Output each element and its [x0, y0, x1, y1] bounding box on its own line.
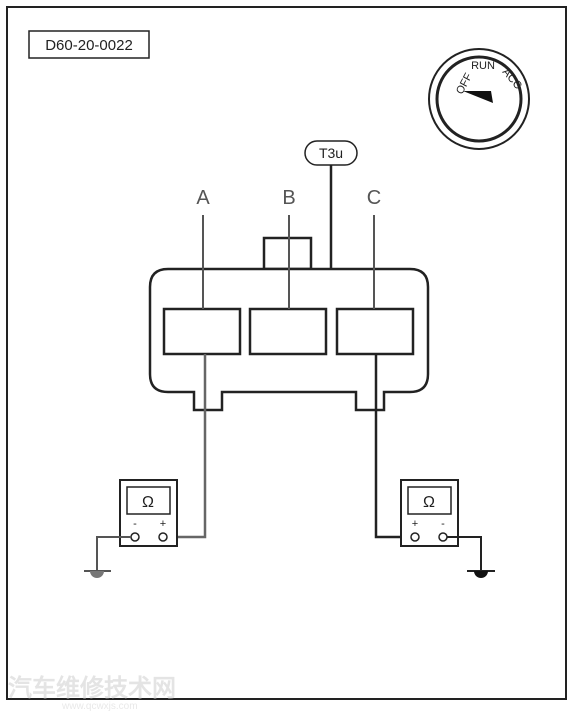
- harness-label: T3u: [304, 140, 358, 166]
- ground-right-icon: [467, 570, 495, 578]
- ohm-symbol-right: Ω: [423, 494, 435, 511]
- terminal-c: [335, 307, 415, 356]
- pin-a-label: A: [196, 187, 210, 209]
- ohmmeter-left: Ω - +: [119, 479, 178, 547]
- ohmmeter-right: Ω + -: [400, 479, 459, 547]
- terminal-a: [162, 307, 242, 356]
- watermark-text: 汽车维修技术网: [8, 674, 176, 702]
- ground-wire-left: [96, 536, 131, 571]
- meter-right-minus-jack: [438, 532, 448, 542]
- meter-right-plus-jack: [410, 532, 420, 542]
- pin-b-label: B: [282, 187, 295, 209]
- connector-latch: [262, 236, 313, 271]
- meter-right-plus: +: [412, 518, 418, 530]
- meter-left-minus: -: [133, 518, 137, 530]
- pin-c-label: C: [367, 187, 381, 209]
- ground-wire-right: [447, 536, 482, 571]
- meter-left-plus: +: [160, 518, 166, 530]
- connector: [148, 236, 430, 412]
- harness-label-text: T3u: [319, 145, 343, 161]
- diagram-code-box: D60-20-0022: [28, 30, 150, 59]
- ohm-symbol-left: Ω: [142, 494, 154, 511]
- ground-left-icon: [84, 570, 111, 578]
- diagram-code: D60-20-0022: [45, 37, 133, 54]
- terminal-b: [248, 307, 328, 356]
- diagram-frame: [6, 6, 567, 700]
- ignition-switch-icon: RUN OFF ACC: [428, 48, 530, 150]
- meter-left-minus-jack: [130, 532, 140, 542]
- meter-left-plus-jack: [158, 532, 168, 542]
- meter-right-minus: -: [441, 518, 445, 530]
- watermark-url: www.qcwxjs.com: [61, 701, 138, 712]
- ignition-run-label: RUN: [471, 60, 495, 72]
- watermark: 汽车维修技术网 www.qcwxjs.com: [8, 674, 176, 712]
